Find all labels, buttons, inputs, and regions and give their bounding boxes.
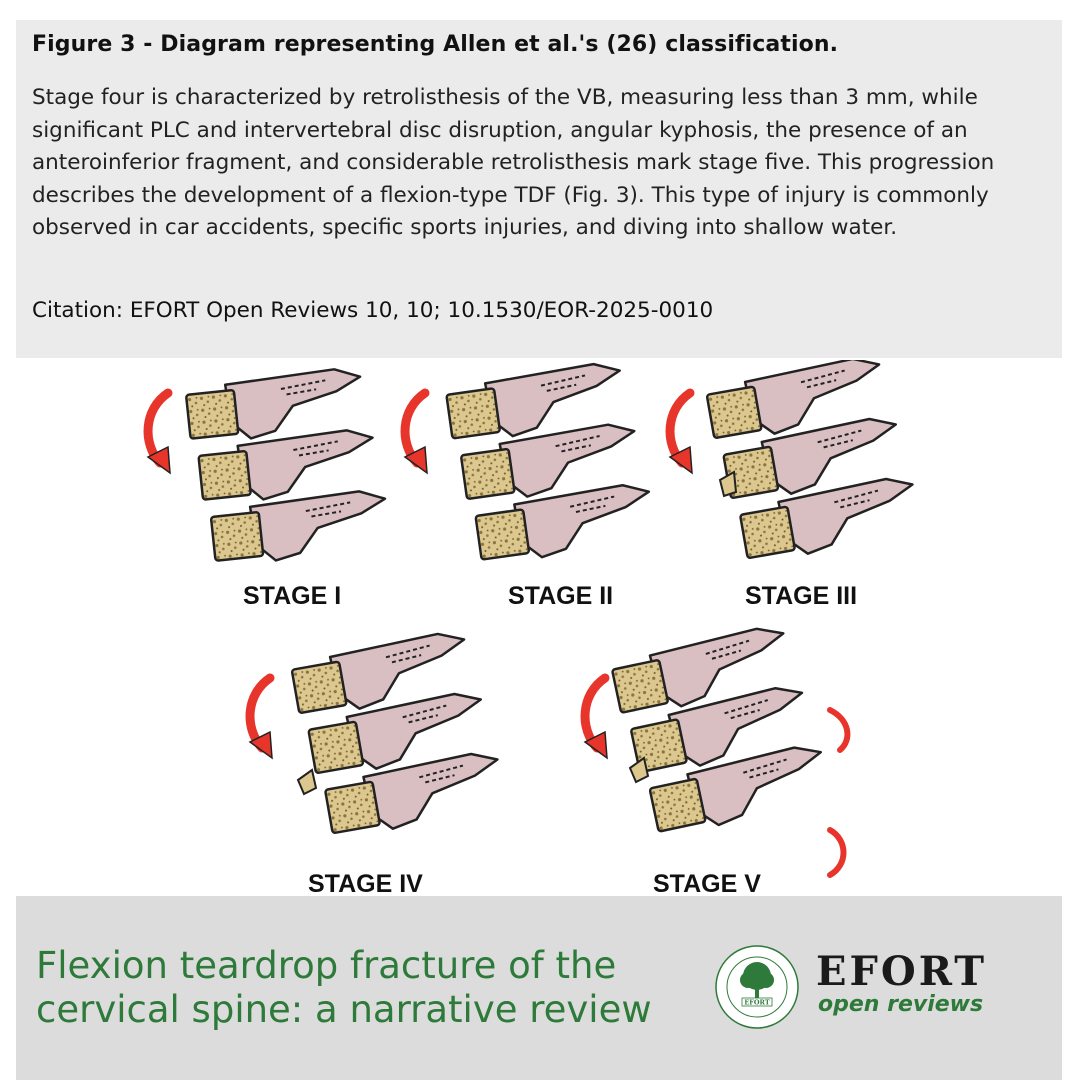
curved-arrow-icon (250, 678, 272, 759)
stage-diagram-svg (130, 360, 950, 878)
stage-label: STAGE I (243, 582, 342, 610)
stage-diagram: STAGE I STAGE II STAGE III STAGE IV STAG… (130, 360, 950, 898)
curved-arrow-icon (405, 393, 427, 474)
figure-description: Stage four is characterized by retrolist… (32, 85, 995, 240)
footer-panel: Flexion teardrop fracture of the cervica… (16, 896, 1062, 1080)
stage-label: STAGE V (653, 870, 761, 898)
curved-arrow-icon (148, 393, 170, 474)
stage-3-diagram (670, 360, 921, 566)
distraction-arrow-icon (827, 707, 851, 753)
article-title: Flexion teardrop fracture of the cervica… (36, 944, 652, 1031)
stage-5-diagram (585, 621, 851, 878)
figure-title: Figure 3 - Diagram representing Allen et… (32, 32, 839, 57)
figure-caption-panel: Figure 3 - Diagram representing Allen et… (16, 20, 1062, 358)
anteroinferior-fragment (628, 756, 650, 784)
curved-arrow-icon (585, 678, 607, 759)
stage-label: STAGE IV (308, 870, 423, 898)
seal-center-text: EFORT (744, 999, 770, 1007)
stage-4-diagram (250, 628, 506, 842)
stage-label: STAGE II (508, 582, 614, 610)
anteroinferior-fragment (718, 470, 738, 498)
curved-arrow-icon (670, 393, 692, 474)
stage-label: STAGE III (745, 582, 858, 610)
brand-name: EFORT (816, 948, 988, 995)
figure-citation: Citation: EFORT Open Reviews 10, 10; 10.… (32, 298, 714, 323)
anteroinferior-fragment (296, 768, 318, 796)
distraction-arrow-icon (827, 827, 847, 878)
brand-subtitle: open reviews (818, 992, 984, 1017)
stage-2-diagram (405, 360, 656, 567)
stage-1-diagram (148, 365, 390, 568)
tree-seal-icon: EFORT (715, 945, 799, 1029)
